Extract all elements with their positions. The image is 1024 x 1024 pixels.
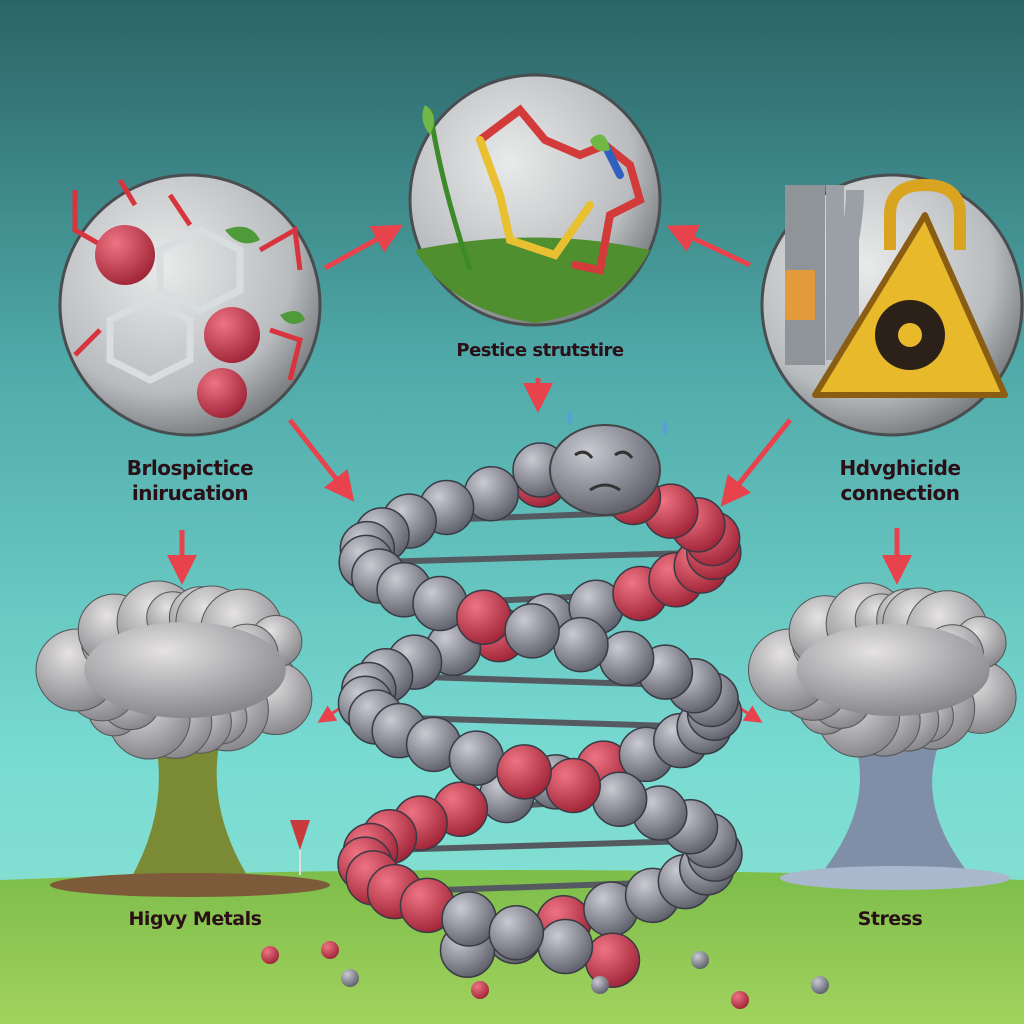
scattered-bead bbox=[731, 991, 749, 1009]
dna-bead bbox=[456, 589, 512, 645]
dna-bead bbox=[448, 730, 505, 786]
red-molecule-ball bbox=[197, 368, 247, 418]
label-biospecific-interaction: Brlospictice inirucation bbox=[126, 456, 254, 505]
scattered-bead bbox=[341, 969, 359, 987]
scattered-bead bbox=[261, 946, 279, 964]
heavy-metals-tree bbox=[35, 580, 330, 897]
cloud-puff bbox=[84, 622, 286, 718]
scattered-bead bbox=[691, 951, 709, 969]
arrow-right-to-top bbox=[666, 224, 752, 268]
red-molecule-ball bbox=[95, 225, 155, 285]
dna-bead bbox=[441, 891, 497, 947]
scattered-bead bbox=[321, 941, 339, 959]
label-pesticide-structure: Pestice strutstire bbox=[456, 340, 624, 361]
pesticide-structure-orb bbox=[408, 73, 662, 327]
hazard-orb-right bbox=[760, 173, 1024, 437]
scattered-bead bbox=[591, 976, 609, 994]
crying-brain-face bbox=[549, 410, 668, 516]
stress-cloud-tree bbox=[748, 582, 1017, 890]
label-heavy-metals: Higvy Metals bbox=[128, 908, 262, 930]
label-stress: Stress bbox=[857, 908, 923, 930]
scattered-bead bbox=[471, 981, 489, 999]
scattered-bead bbox=[811, 976, 829, 994]
dna-bead bbox=[545, 757, 601, 814]
dna-bead bbox=[553, 616, 609, 673]
red-molecule-ball bbox=[204, 307, 260, 363]
molecule-orb-left bbox=[58, 173, 322, 437]
dna-bead bbox=[504, 603, 560, 659]
dna-bead bbox=[488, 905, 545, 961]
cloud-puff bbox=[796, 624, 990, 716]
dna-bead bbox=[591, 771, 648, 828]
dna-bead bbox=[537, 918, 594, 975]
base-pair-rung bbox=[366, 549, 714, 566]
label-herbicide-connection: Hdvghicide connection bbox=[839, 456, 961, 505]
arrow-left-to-top bbox=[323, 224, 404, 271]
wine-glass-icon bbox=[290, 820, 310, 850]
dna-bead bbox=[496, 744, 552, 800]
arrow-left-to-dna bbox=[288, 418, 355, 502]
arrow-right-to-dna bbox=[720, 418, 792, 507]
dna-helix bbox=[337, 442, 743, 988]
